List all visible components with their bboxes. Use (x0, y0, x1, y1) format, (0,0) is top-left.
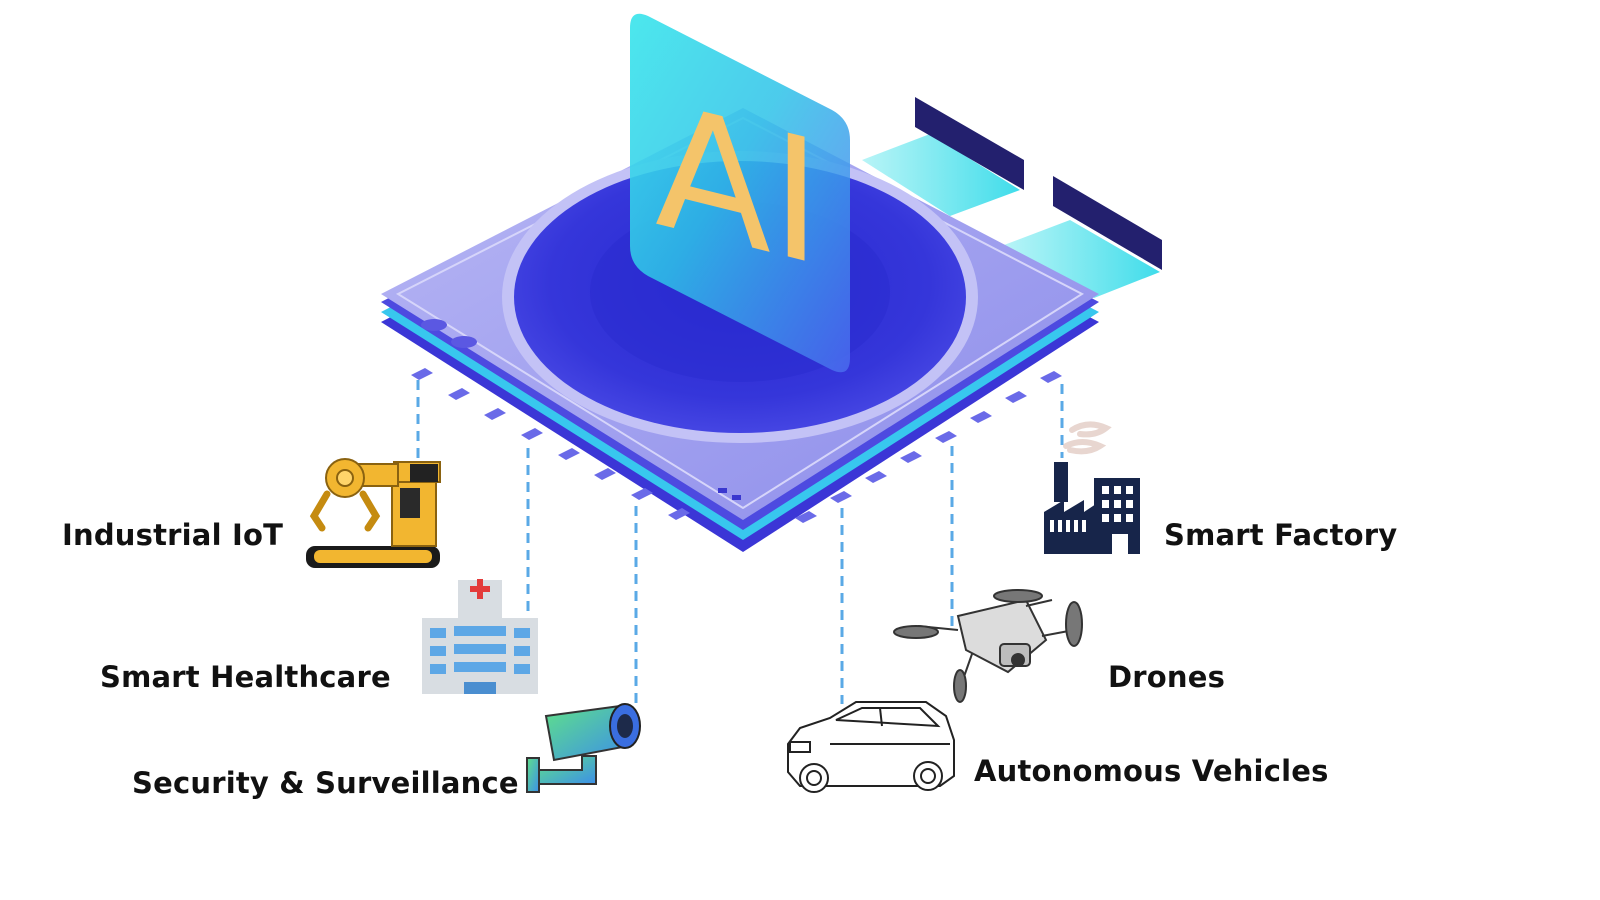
chip-mark-small-2 (732, 495, 741, 500)
ai-logo-card: AI (630, 13, 850, 373)
chip-mark-right (451, 336, 477, 348)
factory-icon (1044, 421, 1140, 554)
ai-card-glass (630, 13, 850, 373)
label-security-surveillance: Security & Surveillance (132, 766, 519, 800)
pins-right (795, 371, 1062, 523)
label-smart-factory: Smart Factory (1164, 518, 1398, 552)
ai-logo-text: AI (655, 66, 821, 305)
dark-bar-upper (915, 97, 1024, 190)
data-beams (862, 97, 1162, 298)
hospital-icon (422, 579, 538, 694)
beam-upper (862, 134, 1020, 216)
robotic-arm-icon (306, 458, 441, 568)
label-drones: Drones (1108, 660, 1226, 694)
beam-lower (1004, 220, 1160, 298)
car-icon (787, 701, 955, 793)
chip-pins (411, 368, 1062, 523)
connector-lines (416, 380, 1064, 706)
pins-left (411, 368, 690, 520)
label-autonomous-vehicles: Autonomous Vehicles (974, 754, 1329, 788)
chip-mark-small-1 (718, 488, 727, 493)
chip-mark-left (421, 319, 447, 331)
label-smart-healthcare: Smart Healthcare (100, 660, 391, 694)
drone-icon (893, 589, 1083, 703)
dark-bar-lower (1053, 176, 1162, 270)
security-camera-icon (526, 703, 641, 793)
label-industrial-iot: Industrial IoT (62, 518, 284, 552)
